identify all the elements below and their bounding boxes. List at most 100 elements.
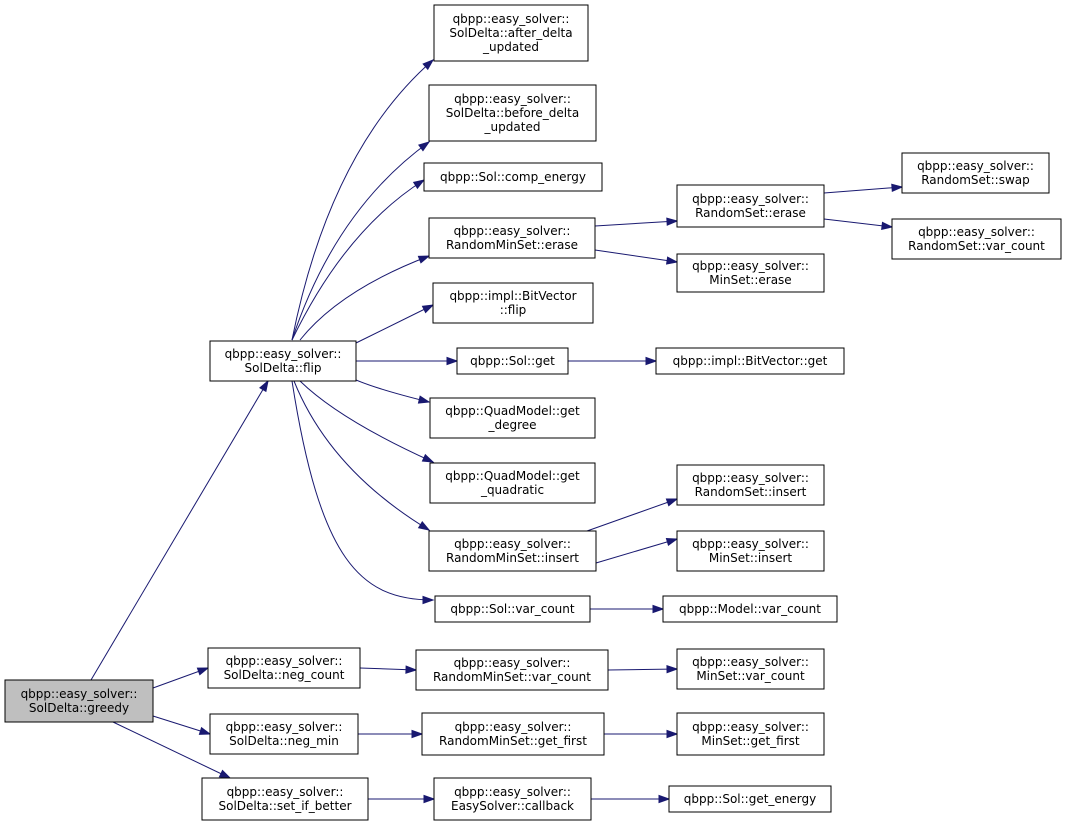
- node-bv-flip[interactable]: qbpp::impl::BitVector::flip: [432, 282, 594, 324]
- edge-flip-to-qm-get-quadratic: [299, 380, 435, 463]
- node-rms-insert[interactable]: qbpp::easy_solver::RandomMinSet::insert: [428, 530, 597, 572]
- node-label: qbpp::Sol::get_energy: [684, 792, 816, 806]
- edge-rms-erase-to-rs-erase: [594, 217, 679, 227]
- edge-greedy-to-flip: [90, 379, 269, 681]
- node-rs-swap[interactable]: qbpp::easy_solver::RandomSet::swap: [901, 152, 1050, 194]
- node-ms-insert[interactable]: qbpp::easy_solver::MinSet::insert: [676, 530, 825, 572]
- node-label: MinSet::get_first: [701, 734, 800, 748]
- node-before-delta[interactable]: qbpp::easy_solver::SolDelta::before_delt…: [428, 84, 597, 142]
- node-label: qbpp::easy_solver::: [21, 687, 138, 701]
- node-label: qbpp::easy_solver::: [692, 537, 809, 551]
- node-box: [676, 712, 825, 756]
- edge-rms-get-first-to-ms-get-first: [604, 729, 679, 739]
- node-label: qbpp::easy_solver::: [454, 92, 571, 106]
- node-ms-var-count[interactable]: qbpp::easy_solver::MinSet::var_count: [676, 648, 825, 690]
- node-es-callback[interactable]: qbpp::easy_solver::EasySolver::callback: [433, 777, 592, 821]
- node-box: [209, 713, 359, 755]
- node-label: qbpp::impl::BitVector: [449, 289, 576, 303]
- edge-flip-to-rms-insert: [293, 380, 431, 531]
- node-sol-get-energy[interactable]: qbpp::Sol::get_energy: [668, 785, 832, 813]
- node-label: SolDelta::greedy: [29, 701, 129, 715]
- node-comp-energy[interactable]: qbpp::Sol::comp_energy: [423, 162, 603, 192]
- edge-rs-erase-to-rs-swap: [823, 183, 904, 194]
- node-box: [655, 347, 845, 375]
- edge-es-callback-to-sol-get-energy: [591, 794, 671, 804]
- node-qm-get-quadratic[interactable]: qbpp::QuadModel::get_quadratic: [429, 462, 596, 504]
- node-label: _degree: [487, 418, 536, 432]
- node-greedy[interactable]: qbpp::easy_solver::SolDelta::greedy: [4, 679, 154, 723]
- edge-flip-to-sol-var-count: [291, 380, 435, 605]
- node-flip[interactable]: qbpp::easy_solver::SolDelta::flip: [209, 340, 357, 382]
- node-box: [4, 679, 154, 723]
- node-after-delta[interactable]: qbpp::easy_solver::SolDelta::after_delta…: [433, 4, 589, 62]
- node-set-if-better[interactable]: qbpp::easy_solver::SolDelta::set_if_bett…: [201, 777, 369, 821]
- edge-flip-to-rms-erase: [299, 255, 431, 341]
- edge-flip-to-comp-energy: [291, 179, 426, 341]
- node-neg-count[interactable]: qbpp::easy_solver::SolDelta::neg_count: [207, 647, 361, 689]
- node-label: RandomMinSet::get_first: [439, 734, 587, 748]
- node-box: [676, 530, 825, 572]
- node-label: qbpp::easy_solver::: [917, 159, 1034, 173]
- node-label: RandomSet::swap: [921, 173, 1030, 187]
- edge-neg-min-to-rms-get-first: [358, 729, 424, 739]
- edge-rs-erase-to-rs-var-count: [823, 218, 894, 230]
- node-label: EasySolver::callback: [451, 799, 574, 813]
- node-label: qbpp::easy_solver::: [692, 471, 809, 485]
- node-label: qbpp::easy_solver::: [455, 720, 572, 734]
- node-bv-get[interactable]: qbpp::impl::BitVector::get: [655, 347, 845, 375]
- edge-rms-insert-to-ms-insert: [595, 537, 679, 564]
- node-ms-erase[interactable]: qbpp::easy_solver::MinSet::erase: [676, 253, 825, 293]
- node-rs-insert[interactable]: qbpp::easy_solver::RandomSet::insert: [676, 464, 825, 506]
- node-box: [428, 217, 596, 259]
- node-label: RandomSet::insert: [695, 485, 807, 499]
- node-label: SolDelta::before_delta: [446, 106, 579, 120]
- node-rs-erase[interactable]: qbpp::easy_solver::RandomSet::erase: [676, 184, 825, 228]
- node-box: [429, 397, 596, 439]
- node-box: [676, 648, 825, 690]
- node-label: qbpp::impl::BitVector::get: [673, 354, 828, 368]
- node-box: [434, 595, 591, 623]
- node-label: qbpp::easy_solver::: [692, 655, 809, 669]
- edge-flip-to-qm-get-degree: [355, 379, 431, 404]
- node-sol-var-count[interactable]: qbpp::Sol::var_count: [434, 595, 591, 623]
- node-neg-min[interactable]: qbpp::easy_solver::SolDelta::neg_min: [209, 713, 359, 755]
- node-label: RandomSet::var_count: [908, 239, 1045, 253]
- node-box: [668, 785, 832, 813]
- node-label: qbpp::Model::var_count: [679, 602, 821, 616]
- node-label: MinSet::var_count: [696, 669, 805, 683]
- edge-flip-to-sol-get: [356, 356, 459, 366]
- node-box: [676, 184, 825, 228]
- node-box: [676, 464, 825, 506]
- node-label: _quadratic: [480, 483, 544, 497]
- node-model-var-count[interactable]: qbpp::Model::var_count: [662, 595, 838, 623]
- node-rms-get-first[interactable]: qbpp::easy_solver::RandomMinSet::get_fir…: [421, 712, 605, 756]
- node-ms-get-first[interactable]: qbpp::easy_solver::MinSet::get_first: [676, 712, 825, 756]
- node-label: qbpp::easy_solver::: [226, 720, 343, 734]
- node-label: qbpp::Sol::var_count: [450, 602, 574, 616]
- node-box: [209, 340, 357, 382]
- node-label: SolDelta::after_delta: [449, 26, 572, 40]
- node-label: qbpp::easy_solver::: [227, 785, 344, 799]
- node-label: SolDelta::flip: [245, 361, 322, 375]
- node-label: qbpp::Sol::comp_energy: [440, 170, 586, 184]
- node-rms-erase[interactable]: qbpp::easy_solver::RandomMinSet::erase: [428, 217, 596, 259]
- node-box: [433, 777, 592, 821]
- edge-flip-to-bv-flip: [355, 304, 435, 344]
- node-box: [415, 649, 609, 691]
- node-rs-var-count[interactable]: qbpp::easy_solver::RandomSet::var_count: [891, 218, 1062, 260]
- node-qm-get-degree[interactable]: qbpp::QuadModel::get_degree: [429, 397, 596, 439]
- node-box: [901, 152, 1050, 194]
- node-label: qbpp::easy_solver::: [226, 654, 343, 668]
- node-sol-get[interactable]: qbpp::Sol::get: [456, 347, 569, 375]
- node-label: qbpp::easy_solver::: [454, 656, 571, 670]
- node-label: qbpp::easy_solver::: [454, 785, 571, 799]
- node-label: RandomMinSet::erase: [446, 238, 578, 252]
- node-box: [428, 530, 597, 572]
- node-rms-var-count[interactable]: qbpp::easy_solver::RandomMinSet::var_cou…: [415, 649, 609, 691]
- node-label: MinSet::erase: [709, 273, 791, 287]
- node-box: [421, 712, 605, 756]
- node-label: qbpp::easy_solver::: [692, 259, 809, 273]
- node-label: qbpp::QuadModel::get: [445, 404, 580, 418]
- node-label: qbpp::easy_solver::: [453, 12, 570, 26]
